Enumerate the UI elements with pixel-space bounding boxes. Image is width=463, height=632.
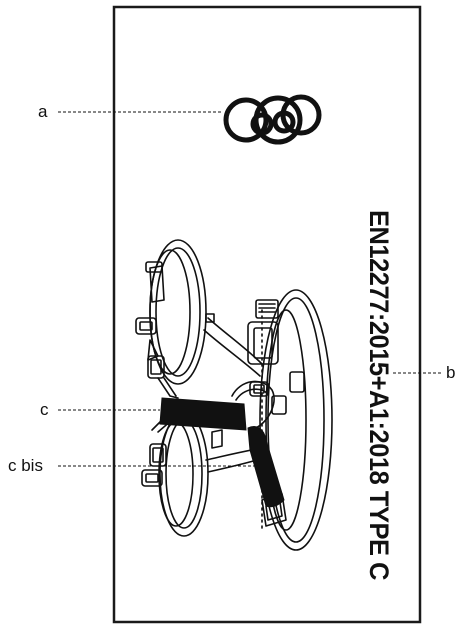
strap-c-bis <box>247 426 285 508</box>
callout-b: b <box>446 363 456 382</box>
standard-text: EN12277:2015+A1:2018 TYPE C <box>364 210 394 580</box>
belay-loop <box>231 380 287 429</box>
highlighted-straps <box>159 397 285 508</box>
strap-c <box>159 397 247 431</box>
rear-elastics <box>203 313 265 473</box>
leg-loop-straps <box>135 261 183 487</box>
callout-c: c <box>40 400 49 419</box>
callout-a: a <box>38 102 48 121</box>
rings-logo-icon <box>223 94 322 145</box>
leg-loop-upper <box>149 239 207 385</box>
callout-c-bis: c bis <box>8 456 43 475</box>
climbing-harness-icon <box>135 239 333 551</box>
waist-buckle <box>247 299 305 393</box>
label-panel <box>112 5 422 624</box>
